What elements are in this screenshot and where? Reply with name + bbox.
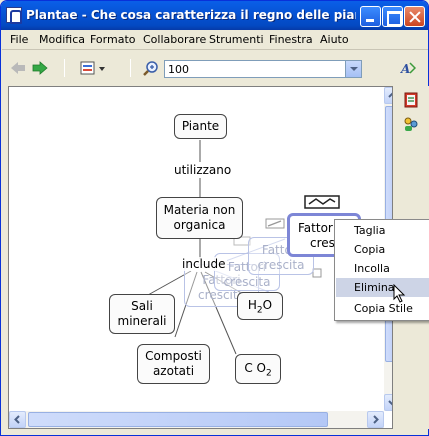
context-menu: Taglia Copia Incolla Elimina Copia Stile	[334, 219, 429, 321]
users-icon[interactable]	[403, 116, 419, 132]
view-options-icon[interactable]	[80, 60, 108, 76]
menu-aiuto[interactable]: Aiuto	[320, 33, 349, 46]
title-bar[interactable]: Plantae - Che cosa caratterizza il regno…	[1, 1, 428, 30]
chevron-down-icon	[388, 400, 392, 406]
menu-bar: File Modifica Formato Collaborare Strume…	[2, 30, 428, 50]
node-composti-azotati[interactable]: Composti azotati	[137, 344, 210, 384]
ghost-node-fattori-crescita: Fattori crescita	[184, 264, 259, 307]
scroll-right-button[interactable]	[367, 411, 384, 428]
menu-finestra[interactable]: Finestra	[269, 33, 313, 46]
window-title: Plantae - Che cosa caratterizza il regno…	[26, 8, 356, 22]
horizontal-scroll-thumb[interactable]	[28, 412, 328, 427]
context-menu-item-copia-stile[interactable]: Copia Stile	[354, 302, 413, 315]
menu-file[interactable]: File	[10, 33, 29, 46]
menu-strumenti[interactable]: Strumenti	[209, 33, 264, 46]
arrow-left-icon[interactable]	[10, 60, 26, 76]
menu-formato[interactable]: Formato	[90, 33, 136, 46]
scroll-down-button[interactable]	[384, 394, 392, 411]
scroll-up-button[interactable]	[384, 87, 392, 104]
context-menu-item-elimina[interactable]: Elimina	[336, 278, 429, 297]
horizontal-scrollbar[interactable]	[9, 411, 384, 428]
svg-text:A: A	[400, 62, 410, 76]
chevron-right-icon	[373, 415, 379, 424]
concept-map-canvas[interactable]: Piante utilizzano Materia non organica F…	[8, 86, 393, 429]
link-label-include[interactable]: include	[180, 257, 228, 271]
mouse-cursor-icon	[393, 284, 406, 303]
maximize-button[interactable]	[382, 6, 403, 27]
toolbar: 100 A	[2, 51, 428, 85]
arrow-right-icon[interactable]	[32, 60, 48, 76]
node-piante[interactable]: Piante	[174, 114, 227, 139]
toolbar-separator	[130, 59, 131, 77]
node-materia-non-organica[interactable]: Materia non organica	[156, 197, 243, 239]
scroll-left-button[interactable]	[9, 411, 26, 428]
close-button[interactable]	[404, 6, 425, 27]
cmap-app-icon	[6, 7, 22, 24]
link-label-utilizzano[interactable]: utilizzano	[172, 162, 234, 178]
context-menu-item-incolla[interactable]: Incolla	[354, 262, 390, 275]
connection-lines	[147, 140, 340, 355]
context-menu-item-taglia[interactable]: Taglia	[354, 224, 386, 237]
node-h2o[interactable]: H2O	[237, 292, 283, 320]
minimize-button[interactable]	[360, 6, 381, 27]
menu-collaborare[interactable]: Collaborare	[143, 33, 207, 46]
zoom-value: 100	[168, 63, 189, 76]
menu-modifica[interactable]: Modifica	[39, 33, 85, 46]
node-sali-minerali[interactable]: Sali minerali	[109, 294, 175, 334]
node-co2[interactable]: C O2	[235, 354, 281, 384]
notebook-icon[interactable]	[403, 92, 419, 108]
context-menu-item-copia[interactable]: Copia	[354, 243, 386, 256]
zoom-combo[interactable]: 100	[164, 60, 362, 78]
chevron-left-icon	[14, 415, 20, 424]
zoom-icon[interactable]	[143, 60, 159, 76]
chevron-down-icon[interactable]	[345, 61, 361, 77]
toolbar-separator	[64, 59, 65, 77]
collaboration-icon[interactable]: A	[400, 60, 416, 76]
chevron-up-icon	[388, 92, 392, 98]
